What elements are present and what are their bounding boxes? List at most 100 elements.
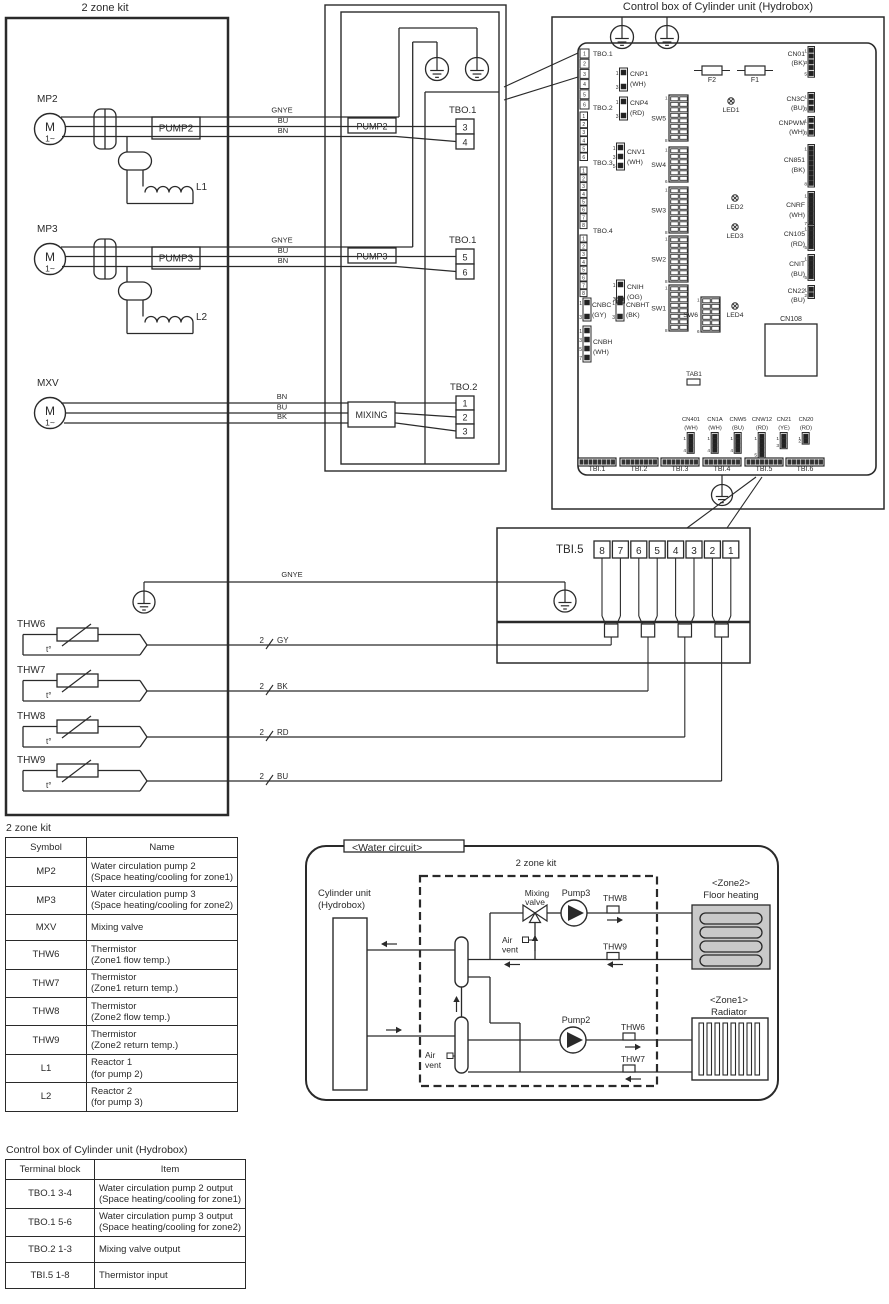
control-box-table: Control box of Cylinder unit (Hydrobox)T… (5, 1144, 285, 1290)
path (62, 265, 457, 273)
dip-cell (679, 101, 688, 107)
connector-outline (779, 432, 788, 450)
label-wiring-mp2-t-1: 4 (462, 138, 467, 148)
connector-pin (808, 65, 814, 71)
label-pcb-right_connectors-2-color: (WH) (789, 129, 805, 136)
dip-switch-block (668, 146, 689, 183)
connector-outline (733, 432, 742, 454)
connector-pin (808, 180, 814, 186)
dip-cell (670, 210, 679, 216)
label-wiring-mp3-reactor: L2 (196, 312, 208, 323)
label-pcb-right_connectors-1-marks-1: 3 (804, 107, 807, 113)
dip-cell (679, 199, 688, 205)
connector-pin (808, 145, 814, 151)
label-pcb-left_connectors-0-color: (WH) (630, 81, 646, 88)
name-line: (for pump 3) (91, 1096, 143, 1108)
label-water-thw7: THW7 (621, 1054, 645, 1064)
dip-cell (670, 275, 679, 281)
motor-icon (33, 112, 67, 146)
strip-terminal (579, 250, 588, 259)
label-pcb-bottom_connectors-5-color: (RD) (800, 426, 812, 432)
tbi-strip-pin (662, 459, 667, 465)
dip-cell (679, 313, 688, 319)
label-pcb-strips-3-name: TBO.4 (593, 228, 613, 235)
thw-sensor-icon (622, 1032, 636, 1041)
tbi-strip-pin (727, 459, 731, 465)
label-pcb-left_connectors-6-marks-2: 5 (579, 347, 582, 353)
dip-cell (670, 107, 679, 113)
path (62, 135, 457, 143)
label-pcb-right_connectors-0-marks-0: 1 (804, 49, 807, 55)
strip-terminal (579, 205, 588, 214)
thermistor-slash (61, 759, 92, 783)
strip-terminal (579, 257, 588, 266)
dip-cell (679, 275, 688, 281)
label-pcb-strips-3-pins-7: 8 (582, 291, 585, 297)
pcb-outline (577, 42, 877, 476)
label-water-air1: Air (502, 935, 513, 945)
symbol-cell: TBO.1 5-6 (5, 1207, 95, 1238)
label-pcb-switches-2-marks-0: 1 (665, 188, 668, 193)
tbi-strip-pin (773, 459, 778, 465)
dip-cell (679, 297, 688, 303)
tbi-strip-pin (680, 459, 685, 465)
connector-pin (808, 234, 814, 240)
dip-cell (670, 170, 679, 176)
tbi-strip-pin (588, 459, 593, 465)
dip-cell (670, 159, 679, 165)
dip-cell (702, 314, 711, 320)
label-pcb-leds-0: LED1 (722, 107, 739, 114)
header-upper (454, 936, 469, 988)
label-water-pump2: Pump2 (562, 1015, 591, 1025)
connector-pin (808, 129, 814, 135)
connector-pin (808, 211, 814, 217)
tbi-strip-pin (671, 459, 676, 465)
relay-box-2 (347, 247, 397, 264)
tbi-strip-pin (787, 459, 792, 465)
reactor-coil-icon (144, 185, 194, 193)
connector-pin (808, 260, 814, 266)
led-icon (731, 223, 739, 231)
label-wiring-mp2-phase: 1~ (45, 134, 55, 144)
dip-cell (670, 112, 679, 118)
connector-pin (688, 438, 694, 444)
connector-pin (808, 160, 814, 166)
flow-arrowhead (617, 916, 623, 924)
label-wiring-mp2-relay: PUMP2 (159, 124, 194, 135)
dip-cell (670, 123, 679, 129)
dip-switch-block (668, 94, 689, 142)
label-pcb-switches-5-marks-1: 6 (697, 329, 700, 334)
interconnect-box-outer (324, 4, 507, 472)
label-pcb-switches-2-name: SW3 (651, 208, 666, 215)
connector-pin (620, 69, 627, 76)
dip-cell (711, 325, 720, 331)
connector-pin (808, 155, 814, 161)
strip-terminal (579, 89, 590, 100)
flow-arrowhead (453, 996, 460, 1002)
label-wiring-mp3-w2: BU (278, 246, 288, 255)
tbi-strip-pin (709, 459, 713, 465)
label-pcb-cn108: CN108 (780, 316, 802, 323)
dip-cell (670, 313, 679, 319)
dip-cell (670, 101, 679, 107)
connector-pin (808, 170, 814, 176)
label-pcb-strips-0-pins-4: 5 (583, 92, 586, 98)
connector-pin (808, 239, 814, 245)
flow-arrowhead (625, 1075, 631, 1083)
name-line: Thermistor (91, 1000, 137, 1012)
mixing-valve-icon (522, 903, 537, 923)
dip-cell (702, 320, 711, 326)
symbol-cell: MP2 (5, 857, 87, 887)
label-pcb-right_connectors-3-marks-1: 8 (804, 182, 807, 188)
label-wiring-mp3-t-1: 6 (462, 268, 467, 278)
connector-outline (686, 432, 695, 454)
label-pcb-right_connectors-6-marks-1: 5 (804, 275, 807, 281)
label-pcb-right_connectors-0-color: (BK) (791, 60, 805, 67)
flow-arrowhead (607, 961, 613, 968)
tbi-strip-pin (644, 459, 648, 465)
label-pcb-strips-3-pins-5: 6 (582, 276, 585, 282)
wire-line (711, 615, 717, 625)
dip-cell (679, 210, 688, 216)
strip-terminal (579, 189, 588, 198)
label-wiring-thermistors-0-color: GY (277, 636, 289, 645)
